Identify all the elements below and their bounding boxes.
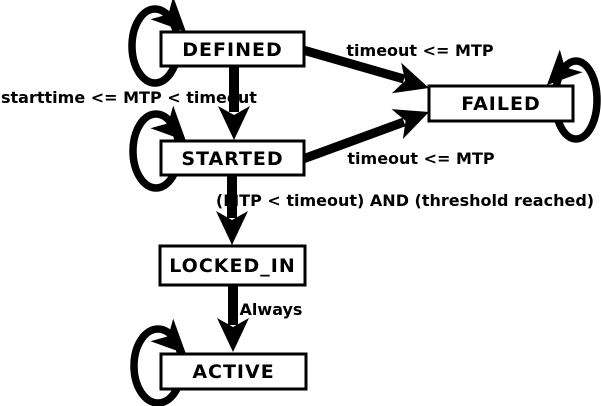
- states: DEFINED STARTED FAILED LOCKED_IN ACTIVE: [158, 30, 575, 391]
- self-loop-defined-arrowhead-icon: [150, 0, 186, 32]
- self-loop-active-arrowhead-icon: [150, 318, 186, 354]
- edge-lockedin-active-arrowhead-icon: [217, 318, 249, 352]
- state-failed-box: [427, 84, 575, 123]
- state-defined-label: DEFINED: [182, 39, 282, 61]
- edge-started-failed-arrowhead-icon: [391, 109, 429, 139]
- edge-defined-started-arrowhead-icon: [218, 106, 250, 140]
- state-lockedin-box: [158, 244, 307, 287]
- edges: [128, 0, 601, 406]
- edge-label-defined-started: starttime <= MTP < timeout: [1, 88, 257, 107]
- edge-label-defined-failed: timeout <= MTP: [346, 41, 493, 60]
- edge-defined-failed-arrowhead-icon: [391, 62, 429, 94]
- edge-started-failed: [301, 117, 406, 164]
- state-started-label: STARTED: [181, 148, 283, 170]
- state-failed-label: FAILED: [461, 93, 540, 115]
- edge-label-lockedin-active: Always: [240, 300, 303, 319]
- state-defined-box: [159, 30, 306, 68]
- state-started: STARTED: [159, 139, 306, 177]
- edge-started-lockedin-arrowhead-icon: [216, 211, 248, 245]
- state-defined: DEFINED: [159, 30, 306, 68]
- edge-defined-failed: [301, 45, 406, 84]
- state-lockedin-label: LOCKED_IN: [169, 255, 295, 277]
- edge-label-started-failed: timeout <= MTP: [347, 149, 494, 168]
- state-active-box: [159, 352, 308, 391]
- state-active-label: ACTIVE: [192, 361, 274, 383]
- self-loop-started-arrowhead-icon: [150, 105, 186, 141]
- edge-label-started-lockedin: (MTP < timeout) AND (threshold reached): [216, 191, 594, 210]
- state-failed: FAILED: [427, 84, 575, 123]
- state-active: ACTIVE: [159, 352, 308, 391]
- state-lockedin: LOCKED_IN: [158, 244, 307, 287]
- edge-labels: starttime <= MTP < timeout timeout <= MT…: [1, 41, 594, 319]
- state-started-box: [159, 139, 306, 177]
- self-loop-failed-arrowhead-icon: [547, 49, 583, 85]
